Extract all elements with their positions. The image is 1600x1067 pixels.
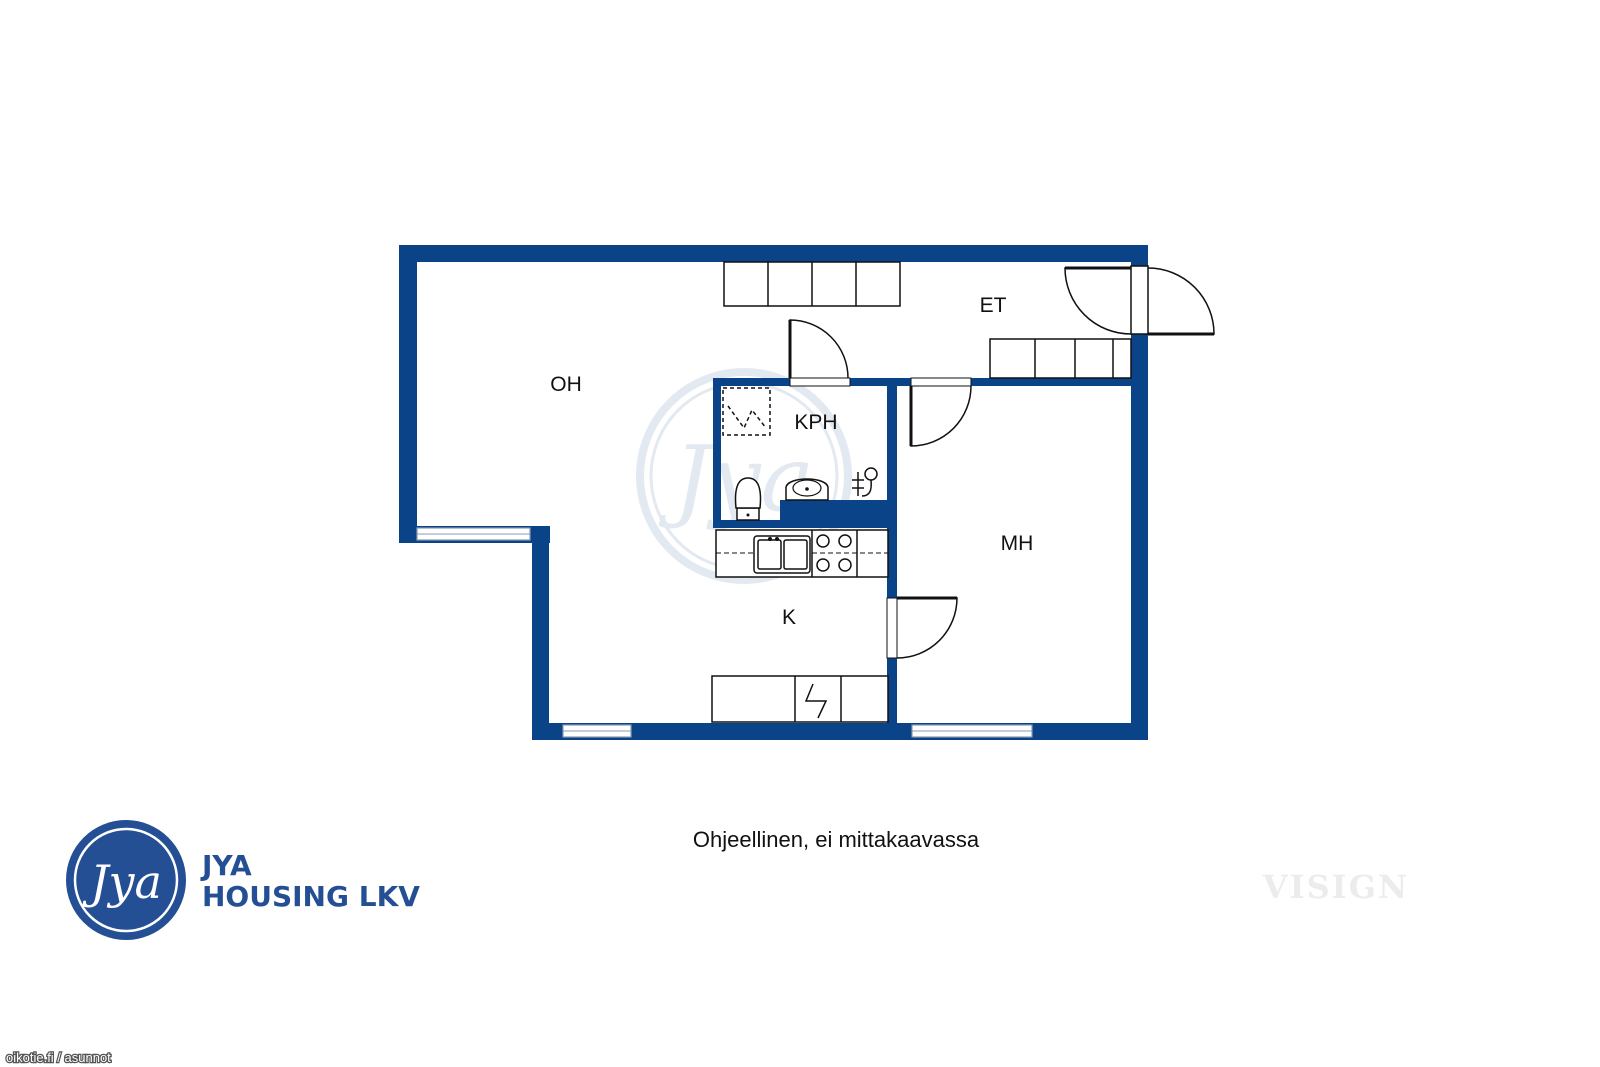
source-credit: oikotie.fi / asunnot: [6, 1050, 111, 1065]
room-label-kph: KPH: [794, 411, 837, 434]
room-label-mh: MH: [1001, 532, 1034, 555]
doors: [788, 265, 1215, 659]
room-label-et: ET: [980, 294, 1007, 317]
fixtures: [711, 261, 1132, 723]
toilet-icon: [734, 477, 762, 521]
room-label-k: K: [782, 606, 796, 629]
bathroom-door: [789, 319, 849, 379]
scale-disclaimer: Ohjeellinen, ei mittakaavassa: [693, 827, 980, 852]
kitchen-cabinets: [711, 675, 889, 723]
brand-logo-monogram: Jya: [82, 855, 162, 909]
sink-icon: [785, 478, 829, 501]
brand-name-line1: JYA: [200, 849, 252, 882]
shower-tap-icon: [852, 467, 878, 497]
brand-logo: Jya: [66, 820, 186, 940]
entrance-door-inner: [1064, 267, 1132, 335]
brand-name-line2: HOUSING LKV: [202, 880, 420, 913]
bedroom-door-upper: [910, 385, 972, 447]
wardrobe-et: [989, 338, 1132, 379]
kitchen-counter: [715, 529, 889, 578]
bedroom-door-side: [896, 597, 958, 659]
room-label-oh: OH: [550, 373, 582, 396]
brand-logo-circle: [66, 820, 186, 940]
windows: [416, 527, 1033, 738]
wardrobe-oh: [723, 261, 901, 307]
shower-area: [722, 387, 771, 436]
visign-credit: VISIGN: [1262, 868, 1409, 906]
entrance-door-outer: [1147, 267, 1215, 335]
